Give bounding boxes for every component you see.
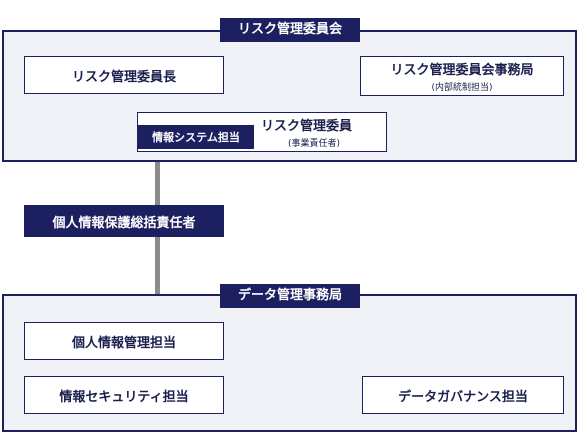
risk-committee-title: リスク管理委員会 bbox=[220, 18, 360, 42]
connector-trunk bbox=[155, 140, 160, 390]
security-label: 情報セキュリティ担当 bbox=[59, 389, 189, 405]
risk-member-sub: (事業責任者) bbox=[287, 139, 340, 149]
risk-committee-frame bbox=[2, 30, 577, 162]
risk-chair-box: リスク管理委員長 bbox=[24, 56, 224, 94]
info-system-tag: 情報システム担当 bbox=[138, 125, 254, 149]
data-office-title: データ管理事務局 bbox=[220, 284, 360, 308]
privacy-officer-box: 個人情報保護総括責任者 bbox=[24, 205, 224, 237]
governance-box: データガバナンス担当 bbox=[362, 376, 564, 414]
risk-secretariat-sub: (内部統制担当) bbox=[431, 83, 493, 93]
security-box: 情報セキュリティ担当 bbox=[24, 376, 224, 414]
risk-secretariat-label: リスク管理委員会事務局 bbox=[390, 63, 534, 78]
governance-label: データガバナンス担当 bbox=[398, 389, 528, 405]
personal-info-box: 個人情報管理担当 bbox=[24, 322, 224, 360]
personal-info-label: 個人情報管理担当 bbox=[71, 335, 176, 351]
risk-secretariat-box: リスク管理委員会事務局 (内部統制担当) bbox=[360, 56, 564, 96]
risk-chair-label: リスク管理委員長 bbox=[71, 69, 176, 85]
risk-member-label: リスク管理委員 bbox=[260, 119, 352, 134]
